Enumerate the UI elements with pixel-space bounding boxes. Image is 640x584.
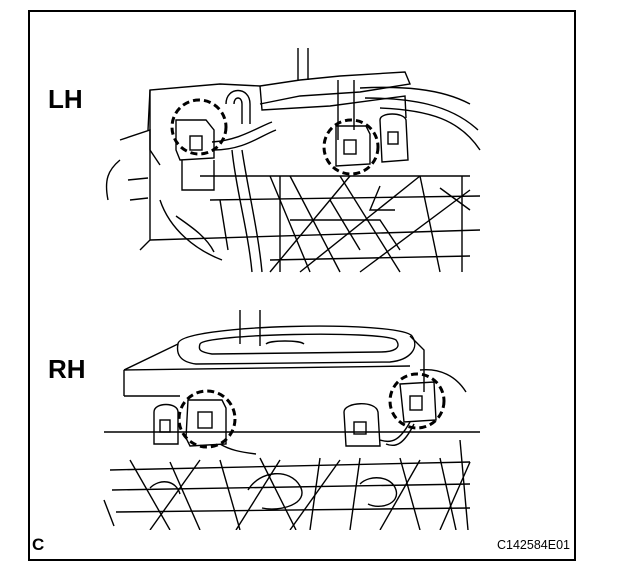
lh-label: LH	[48, 84, 83, 114]
lh-clip-highlight-right	[322, 118, 380, 176]
lh-illustration	[105, 48, 481, 273]
rh-label: RH	[48, 354, 86, 384]
corner-letter: C	[32, 535, 45, 554]
figure-code: C142584E01	[497, 538, 570, 552]
rh-clip-highlight-left	[177, 389, 237, 449]
rh-illustration	[103, 310, 480, 530]
lh-clip-highlight-left	[170, 98, 228, 156]
rh-clip-highlight-right	[388, 372, 446, 430]
